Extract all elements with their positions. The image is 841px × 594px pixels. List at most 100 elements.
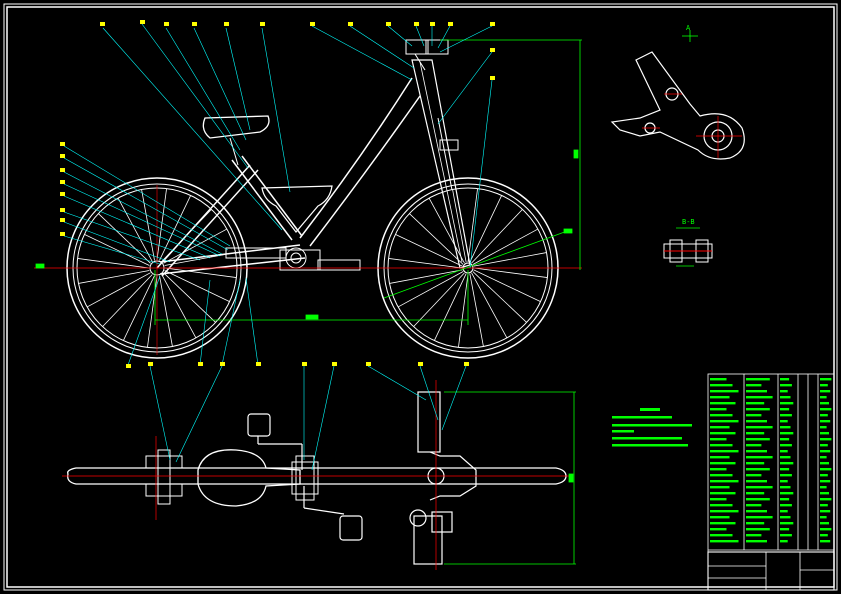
parts-list-cell	[780, 426, 791, 429]
spoke	[452, 189, 467, 263]
parts-list-cell	[710, 534, 733, 537]
handlebar-stem	[405, 39, 459, 191]
parts-list-cell	[780, 402, 794, 405]
rear-hub-cluster	[145, 449, 183, 505]
parts-list-cell	[746, 444, 762, 447]
parts-list-cell	[710, 462, 736, 465]
spoke	[156, 188, 167, 261]
detail-b-view	[663, 239, 713, 263]
spoke	[102, 274, 153, 327]
spoke	[413, 272, 465, 327]
top-view-fork	[409, 391, 477, 565]
parts-list-cell	[710, 522, 736, 525]
spoke	[164, 267, 237, 278]
parts-list-cell	[780, 420, 788, 423]
parts-list-cell	[746, 378, 770, 381]
top-view-leader-lines	[149, 365, 467, 471]
parts-list-rows	[710, 378, 832, 543]
side-view-balloons	[60, 20, 495, 368]
parts-list-cell	[746, 438, 770, 441]
rear-wheel-spokes	[77, 188, 237, 348]
spoke	[86, 272, 151, 308]
spoke	[122, 275, 155, 341]
parts-list-cell	[746, 420, 767, 423]
spoke	[98, 213, 151, 264]
top-view-balloons	[148, 362, 469, 366]
parts-list-cell	[780, 444, 792, 447]
parts-list-cell	[820, 468, 832, 471]
parts-list-cell	[820, 408, 832, 411]
parts-list-cell	[710, 456, 730, 459]
parts-list-cell	[820, 444, 828, 447]
crank-assembly	[225, 247, 361, 271]
spoke	[471, 272, 508, 339]
detail-b-caption: B-B	[682, 218, 695, 226]
parts-list-cell	[746, 504, 762, 507]
parts-list-cell	[780, 414, 792, 417]
spoke	[473, 267, 548, 278]
spoke	[409, 213, 464, 265]
pedal-upper	[247, 413, 303, 470]
top-view-centerlines	[62, 380, 570, 570]
spoke	[469, 273, 484, 347]
pedal-lower	[303, 486, 363, 541]
spoke	[163, 272, 216, 323]
detail-a-label: A	[682, 24, 698, 42]
parts-list-cell	[746, 462, 765, 465]
parts-list-cell	[780, 534, 792, 537]
parts-list-cell	[780, 540, 788, 543]
parts-list-cell	[746, 534, 762, 537]
parts-list-cell	[780, 528, 790, 531]
parts-list-cell	[710, 528, 727, 531]
parts-list-cell	[710, 486, 730, 489]
detail-a-caption: A	[686, 24, 691, 32]
spoke	[467, 188, 478, 263]
title-block	[707, 373, 835, 591]
spoke	[473, 252, 547, 267]
parts-list-cell	[780, 378, 790, 381]
parts-list-cell	[820, 384, 828, 387]
parts-list-cell	[746, 468, 770, 471]
parts-list-cell	[780, 492, 794, 495]
spoke	[159, 275, 173, 347]
spoke	[78, 270, 150, 284]
parts-list-cell	[710, 444, 733, 447]
spoke	[397, 271, 464, 308]
technical-notes	[612, 408, 692, 447]
parts-list-cell	[820, 438, 832, 441]
parts-list-cell	[820, 462, 829, 465]
parts-list-cell	[710, 432, 736, 435]
detail-b-label: B-B	[676, 218, 700, 267]
spoke	[77, 258, 150, 269]
parts-list-cell	[780, 450, 788, 453]
front-wheel-spokes	[388, 188, 548, 348]
parts-list-cell	[746, 408, 770, 411]
parts-list-cell	[820, 420, 831, 423]
spoke	[458, 273, 469, 348]
parts-list-cell	[820, 534, 828, 537]
parts-list-cell	[746, 384, 762, 387]
parts-list-cell	[780, 408, 790, 411]
parts-list-cell	[780, 474, 792, 477]
sheet-border-inner	[6, 6, 835, 588]
parts-list-cell	[780, 480, 788, 483]
parts-list-cell	[820, 540, 831, 543]
parts-list-cell	[710, 468, 727, 471]
spoke	[141, 189, 155, 261]
parts-list-cell	[710, 378, 727, 381]
parts-list-cell	[746, 432, 765, 435]
parts-list-cell	[820, 516, 827, 519]
frame-bag	[261, 185, 333, 233]
parts-list-cell	[780, 468, 790, 471]
parts-list-cell	[820, 480, 831, 483]
spoke	[428, 197, 465, 264]
spoke	[472, 228, 539, 265]
parts-list-cell	[710, 384, 733, 387]
spoke	[395, 233, 463, 267]
sheet-border-outer	[3, 3, 838, 591]
parts-list-cell	[710, 396, 730, 399]
parts-list-cell	[746, 456, 773, 459]
crank-spindle	[291, 455, 319, 501]
parts-list-cell	[746, 474, 762, 477]
parts-list-cell	[820, 522, 829, 525]
